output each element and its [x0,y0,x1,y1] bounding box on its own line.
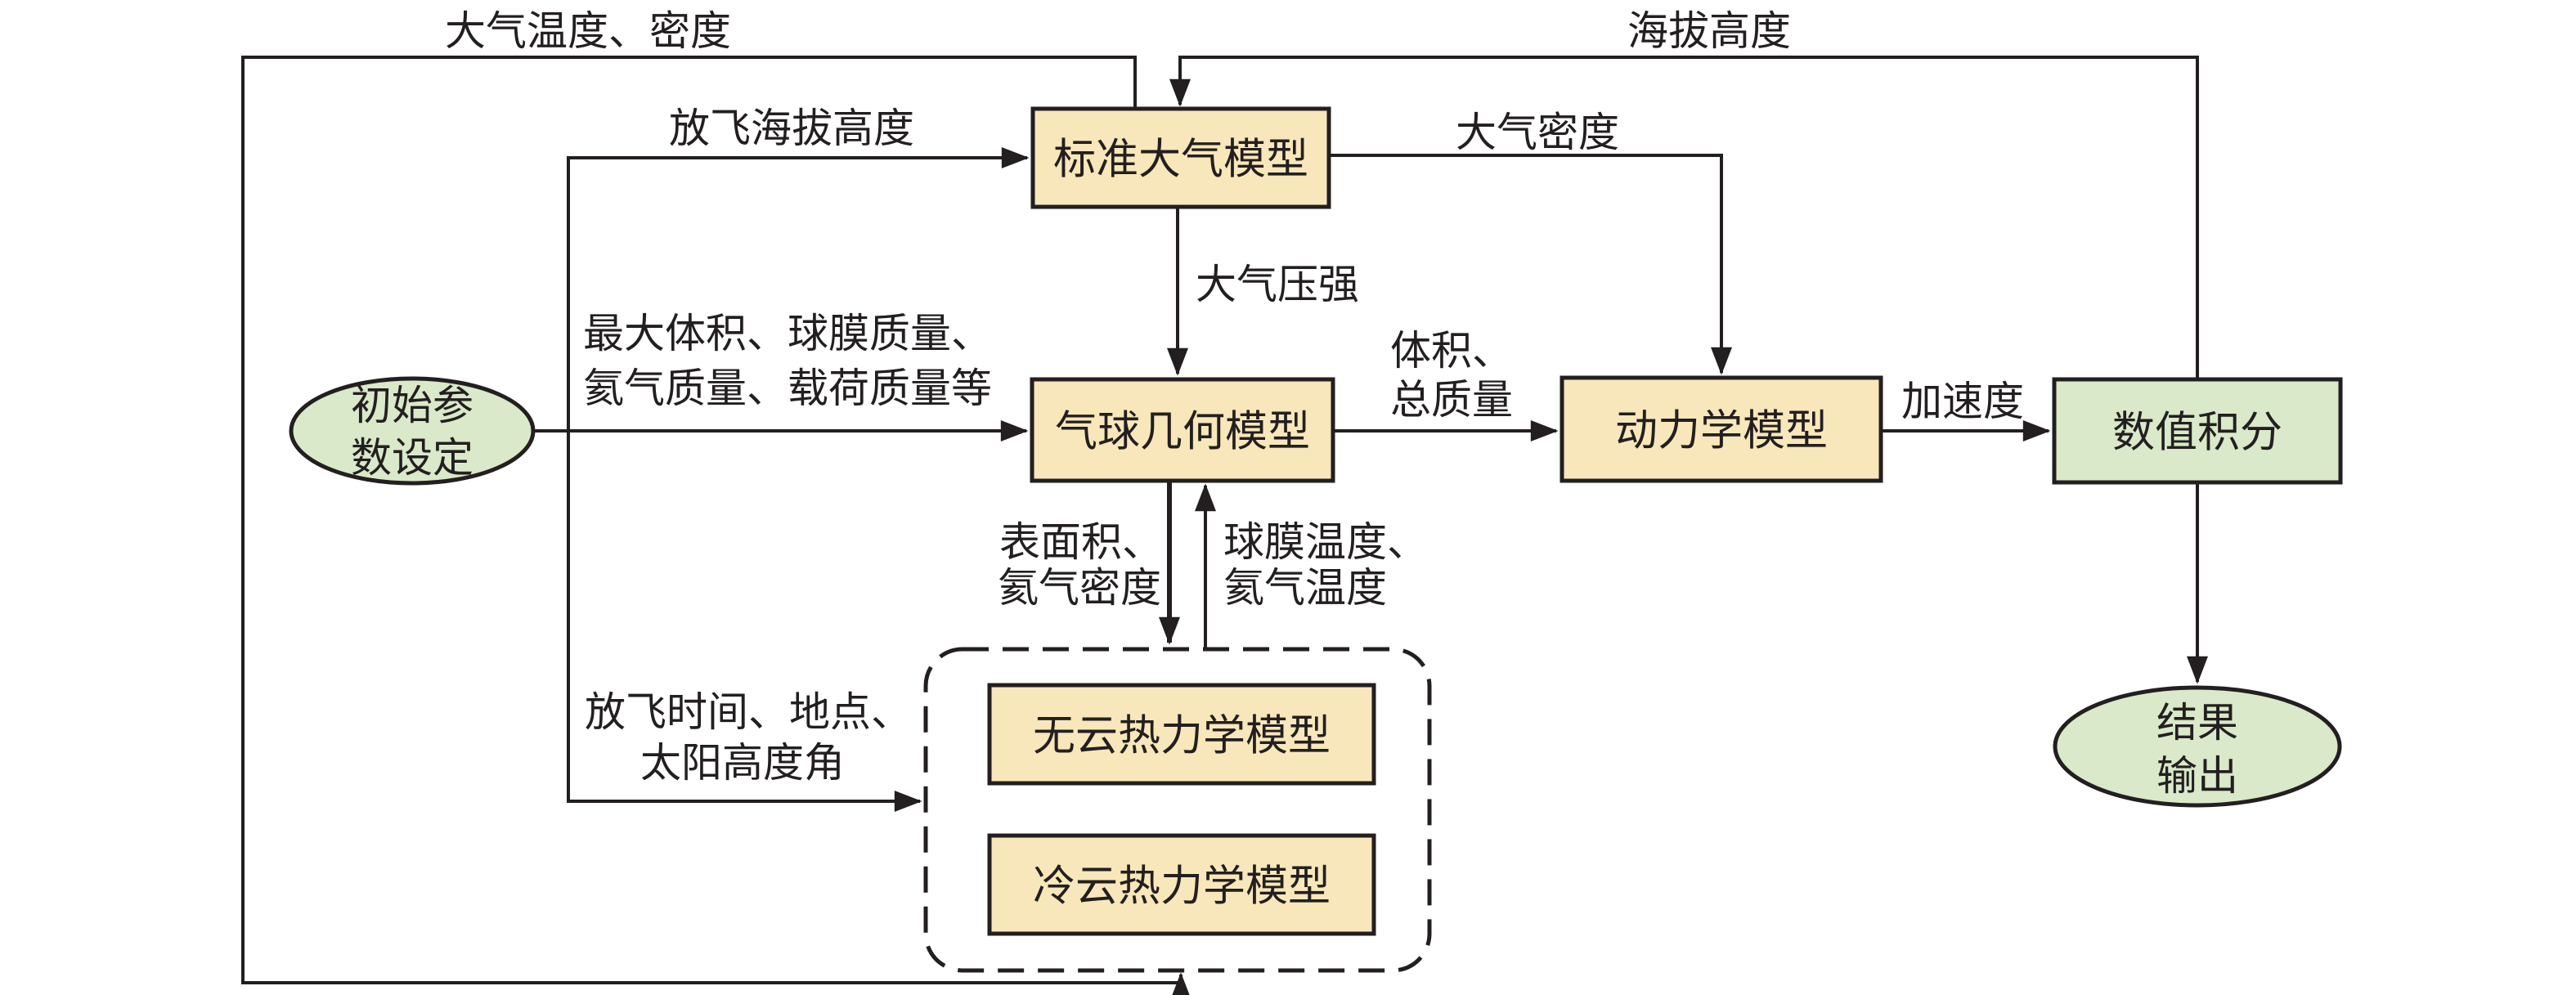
edge-atm-temp-density-loop [241,56,1192,995]
label-film-temp-line1: 球膜温度、 [1223,519,1428,565]
label-numerical-integration: 数值积分 [2112,410,2282,457]
label-balloon-geometry: 气球几何模型 [1055,410,1310,456]
node-cold-cloud-thermo [987,833,1376,936]
label-altitude: 海拔高度 [1627,8,1791,54]
thermodynamics-group-box [923,647,1432,973]
label-std-atmosphere: 标准大气模型 [1053,137,1308,184]
edge-launch-altitude [567,147,1030,431]
node-result-output [2053,685,2342,808]
node-cloudless-thermo [987,683,1376,786]
label-volume-line2: 总质量 [1390,377,1513,423]
label-atm-temp-density: 大气温度、密度 [445,8,731,54]
label-init-params-line1: 最大体积、球膜质量、 [583,311,992,356]
edge-altitude-feedback [1169,56,2199,379]
label-init-params-line2: 氦气质量、载荷质量等 [583,365,992,411]
node-balloon-geometry [1030,377,1335,483]
label-result-output-line1: 结果 [2156,700,2238,746]
label-launch-time-line2: 太阳高度角 [640,740,845,786]
node-std-atmosphere [1030,106,1331,209]
label-surface-line2: 氦气密度 [998,565,1161,611]
label-cloudless-thermo: 无云热力学模型 [1033,714,1331,760]
label-surface-line1: 表面积、 [999,519,1163,565]
label-volume-line1: 体积、 [1390,328,1513,374]
label-initial-params-line1: 初始参 [351,383,473,428]
label-film-temp-line2: 氦气温度 [1223,565,1387,611]
label-cold-cloud-thermo: 冷云热力学模型 [1033,864,1331,911]
label-atm-density: 大气密度 [1456,110,1619,155]
node-numerical-integration [2052,377,2343,485]
label-launch-time-line1: 放飞时间、地点、 [585,689,912,735]
label-initial-params-line2: 数设定 [351,435,473,481]
node-dynamics [1560,375,1883,483]
label-acceleration: 加速度 [1901,379,2024,424]
node-initial-params [289,376,536,486]
edge-launch-time [567,431,922,812]
label-atm-pressure: 大气压强 [1196,262,1359,307]
label-result-output-line2: 输出 [2156,753,2238,799]
label-launch-altitude: 放飞海拔高度 [669,105,914,151]
label-dynamics: 动力学模型 [1615,409,1828,455]
edge-atm-density [1329,154,1732,375]
